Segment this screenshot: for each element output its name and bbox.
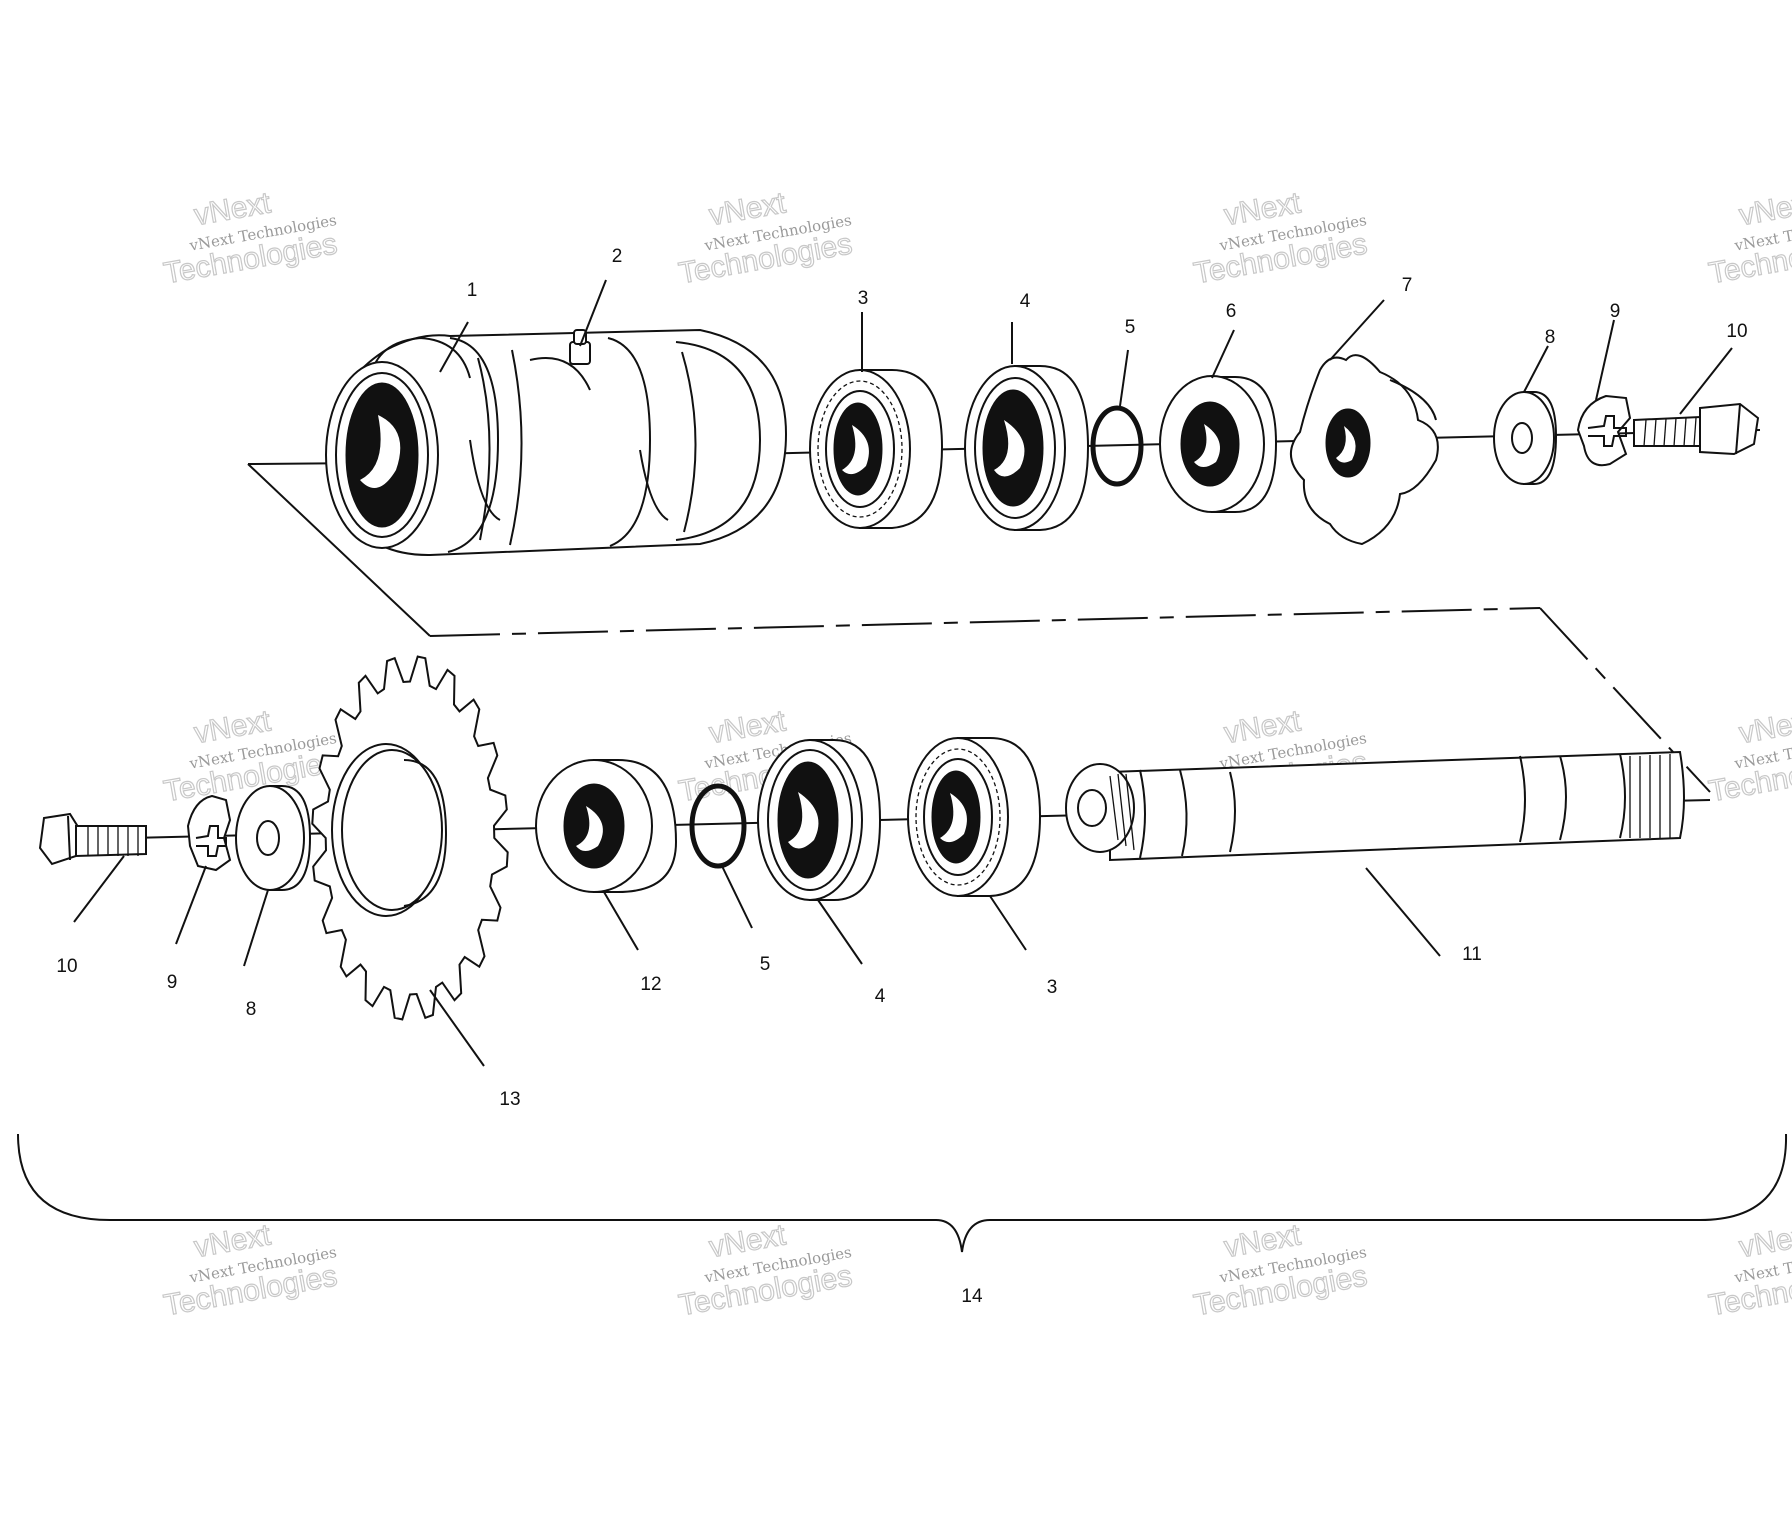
part-lock-tab-top (1576, 394, 1632, 467)
callout-10: 10 (1726, 321, 1747, 342)
callout-9-bottom: 9 (167, 972, 178, 993)
svg-text:vNext: vNext (1737, 704, 1792, 750)
watermark: vNext vNext Technologies Technologies (161, 186, 340, 291)
part-lock-tab-bottom (186, 794, 232, 872)
watermark: vNext vNext Technologies Technologies (1191, 186, 1370, 291)
leader-12-bottom (603, 891, 639, 951)
watermark: vNext vNext Technologies Technologies (1191, 1218, 1370, 1323)
leader-6-top (1211, 329, 1235, 379)
watermark: vNext vNext Technologies Technologies (1706, 186, 1792, 291)
part-o-ring-top (1090, 405, 1144, 487)
connector-diagonal-left (247, 463, 431, 637)
callout-3: 3 (858, 288, 869, 309)
callout-12: 12 (640, 974, 661, 995)
callout-9: 9 (1610, 301, 1621, 322)
callout-13: 13 (499, 1089, 520, 1110)
callout-6: 6 (1226, 301, 1237, 322)
callout-2: 2 (612, 246, 623, 267)
leader-7-top (1329, 299, 1385, 361)
watermark: vNext vNext Technologies Technologies (1706, 1218, 1792, 1323)
callout-7: 7 (1402, 275, 1413, 296)
watermarks: vNext vNext Technologies Technologies vN… (161, 186, 1792, 1323)
leader-lines (73, 279, 1733, 1067)
watermark: vNext vNext Technologies Technologies (161, 1218, 340, 1323)
part-spacer-bottom (535, 759, 678, 893)
part-washer-top (1493, 391, 1558, 485)
watermark: vNext vNext Technologies Technologies (161, 704, 340, 809)
part-grease-fitting (569, 329, 591, 365)
callout-8-bottom: 8 (246, 999, 257, 1020)
leader-5-bottom (721, 865, 753, 929)
part-o-ring-bottom (689, 783, 747, 869)
part-bolt-bottom (38, 812, 147, 866)
callout-4-bottom: 4 (875, 986, 886, 1007)
watermark: vNext vNext Technologies Technologies (1706, 704, 1792, 809)
part-bearing-top (809, 369, 944, 529)
watermark: vNext vNext Technologies Technologies (676, 1218, 855, 1323)
leader-13-bottom (429, 989, 485, 1067)
part-race-bottom (757, 739, 882, 901)
assembly-brace (17, 1133, 1788, 1253)
connector-dashed-bottom (429, 607, 1541, 637)
leader-4-bottom (817, 899, 863, 965)
callout-11: 11 (1462, 944, 1482, 965)
callout-4: 4 (1020, 291, 1031, 312)
leader-3-bottom (989, 895, 1027, 951)
leader-8-top (1523, 345, 1549, 393)
svg-text:vNext: vNext (1737, 186, 1792, 232)
leader-8-bottom (243, 889, 269, 967)
callout-10-bottom: 10 (56, 956, 77, 977)
leader-9-bottom (175, 865, 207, 945)
callout-1: 1 (467, 280, 478, 301)
leader-10-top (1679, 347, 1733, 415)
callout-labels: 1 2 3 4 5 6 7 8 9 10 10 9 8 13 12 5 4 3 … (56, 246, 1747, 1307)
callout-14: 14 (961, 1286, 983, 1307)
leader-5-top (1119, 349, 1129, 407)
leader-10-bottom (73, 855, 125, 923)
part-shaft (1065, 750, 1685, 862)
part-washer-bottom (235, 785, 312, 891)
part-large-sprocket (311, 655, 509, 1021)
connector-dashed-right (1539, 607, 1711, 793)
part-race-top (964, 365, 1090, 531)
callout-8: 8 (1545, 327, 1556, 348)
part-bearing-bottom (907, 737, 1042, 897)
leader-11-bottom (1365, 867, 1441, 957)
leader-1-top (439, 321, 469, 373)
leader-9-top (1595, 319, 1615, 401)
svg-text:vNext: vNext (1737, 1218, 1792, 1264)
part-spacer-top (1159, 375, 1278, 513)
callout-5: 5 (1125, 317, 1136, 338)
callout-3-bottom: 3 (1047, 977, 1058, 998)
callout-5-bottom: 5 (760, 954, 771, 975)
leader-2-top (579, 279, 607, 347)
part-bolt-top (1633, 402, 1760, 456)
part-housing (325, 328, 788, 557)
part-drive-sprocket-top (1290, 354, 1439, 546)
watermark: vNext vNext Technologies Technologies (676, 186, 855, 291)
